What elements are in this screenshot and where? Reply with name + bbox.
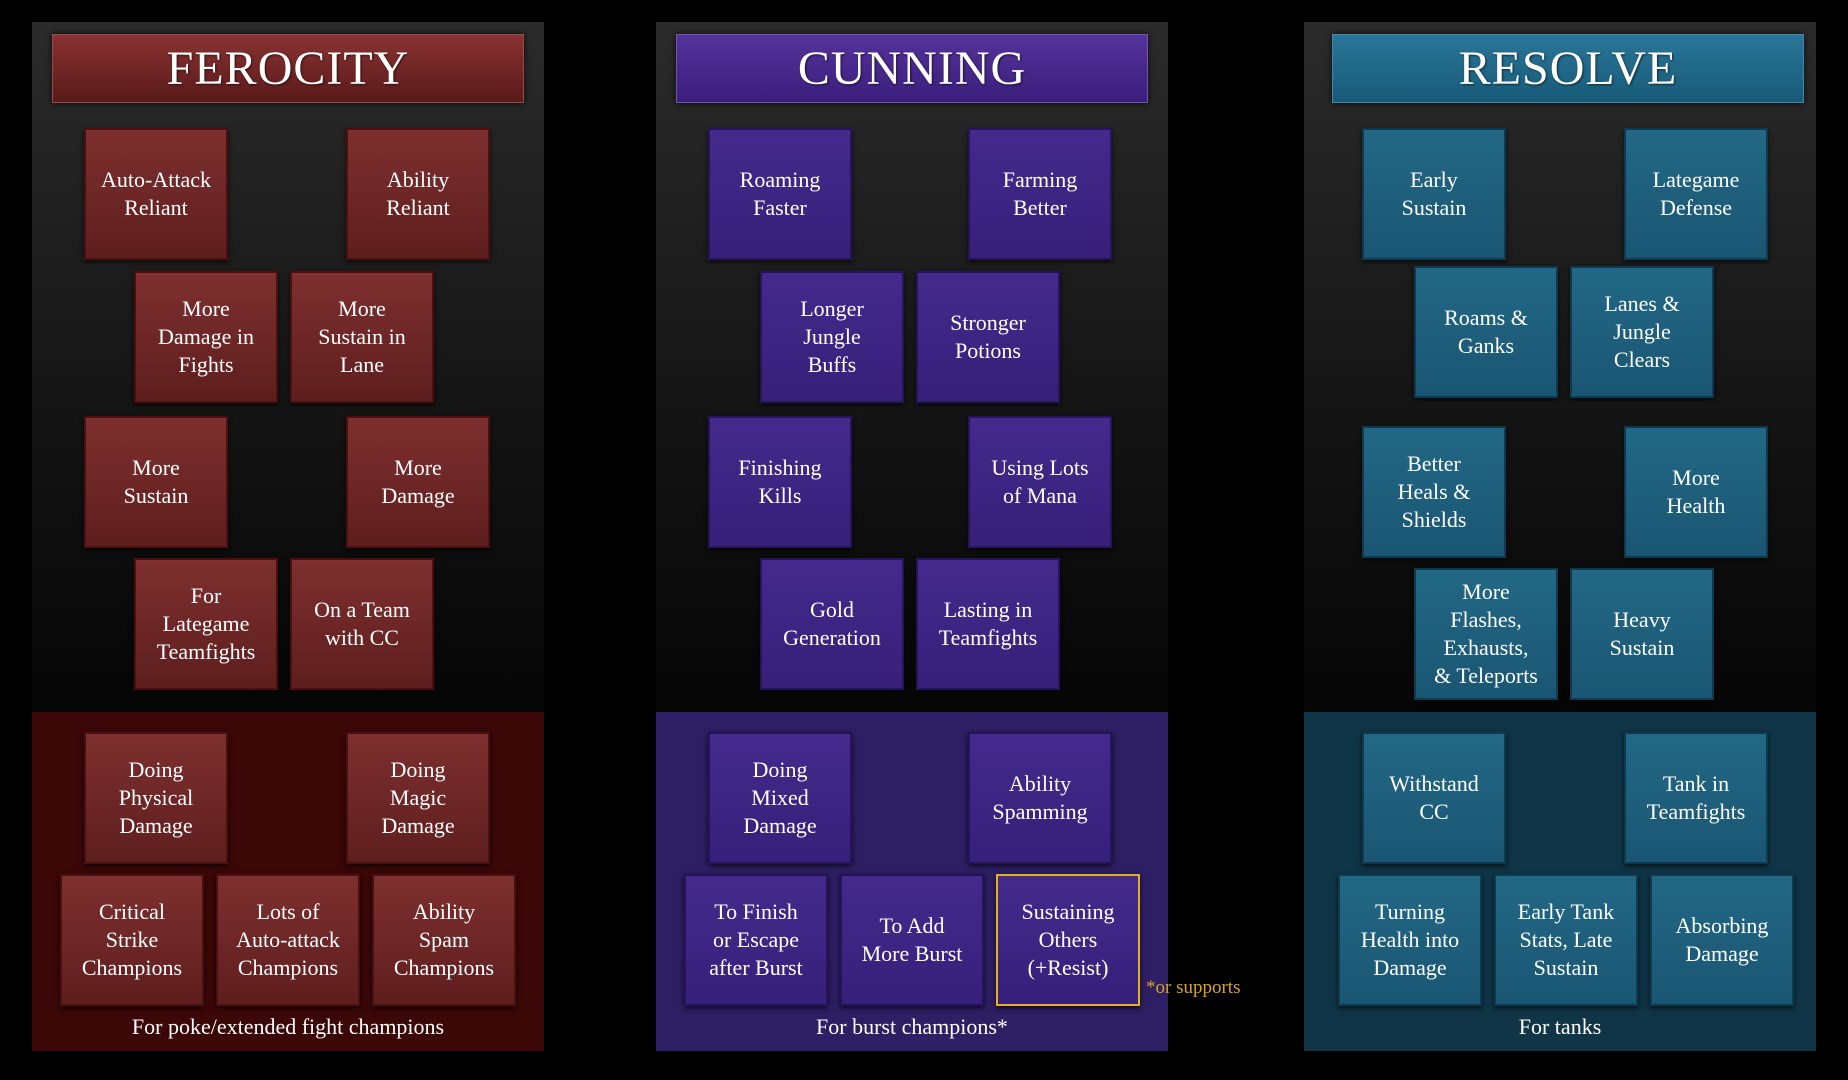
mastery-node: Early Tank Stats, Late Sustain <box>1494 874 1638 1006</box>
mastery-node: Using Lots of Mana <box>968 416 1112 548</box>
mastery-node: Better Heals & Shields <box>1362 426 1506 558</box>
mastery-node: Absorbing Damage <box>1650 874 1794 1006</box>
mastery-node: Heavy Sustain <box>1570 568 1714 700</box>
resolve-panel: RESOLVE Early Sustain Lategame Defense R… <box>1304 22 1816 1051</box>
mastery-node: Roaming Faster <box>708 128 852 260</box>
mastery-node: Early Sustain <box>1362 128 1506 260</box>
cunning-caption: For burst champions* <box>816 1014 1008 1039</box>
mastery-node: Withstand CC <box>1362 732 1506 864</box>
mastery-node: To Finish or Escape after Burst <box>684 874 828 1006</box>
mastery-node: More Damage <box>346 416 490 548</box>
mastery-node: Farming Better <box>968 128 1112 260</box>
mastery-node: For Lategame Teamfights <box>134 558 278 690</box>
ferocity-title: FEROCITY <box>52 34 524 103</box>
mastery-node: Ability Spam Champions <box>372 874 516 1006</box>
mastery-node: Gold Generation <box>760 558 904 690</box>
ferocity-caption: For poke/extended fight champions <box>131 1014 445 1039</box>
mastery-node: Finishing Kills <box>708 416 852 548</box>
resolve-bottom-section: Withstand CC Tank in Teamfights Turning … <box>1304 712 1816 1051</box>
mastery-node: Lots of Auto-attack Champions <box>216 874 360 1006</box>
mastery-node: Doing Mixed Damage <box>708 732 852 864</box>
mastery-node: Roams & Ganks <box>1414 266 1558 398</box>
cunning-panel: CUNNING Roaming Faster Farming Better Lo… <box>656 22 1168 1051</box>
ferocity-panel: FEROCITY Auto-Attack Reliant Ability Rel… <box>32 22 544 1051</box>
mastery-node: On a Team with CC <box>290 558 434 690</box>
mastery-node: Ability Reliant <box>346 128 490 260</box>
mastery-node: Doing Magic Damage <box>346 732 490 864</box>
cunning-bottom-section: Doing Mixed Damage Ability Spamming To F… <box>656 712 1168 1051</box>
resolve-caption: For tanks <box>1518 1014 1602 1039</box>
ferocity-bottom-section: Doing Physical Damage Doing Magic Damage… <box>32 712 544 1051</box>
mastery-node: More Sustain in Lane <box>290 271 434 403</box>
cunning-title: CUNNING <box>676 34 1148 103</box>
mastery-node: More Flashes, Exhausts, & Teleports <box>1414 568 1558 700</box>
mastery-node: Stronger Potions <box>916 271 1060 403</box>
mastery-node: Doing Physical Damage <box>84 732 228 864</box>
mastery-node: To Add More Burst <box>840 874 984 1006</box>
mastery-node: More Health <box>1624 426 1768 558</box>
supports-footnote: *or supports <box>1146 977 1241 998</box>
mastery-node: More Sustain <box>84 416 228 548</box>
mastery-node: Lategame Defense <box>1624 128 1768 260</box>
mastery-node: Ability Spamming <box>968 732 1112 864</box>
mastery-node: More Damage in Fights <box>134 271 278 403</box>
mastery-node: Lasting in Teamfights <box>916 558 1060 690</box>
mastery-node: Turning Health into Damage <box>1338 874 1482 1006</box>
mastery-node: Tank in Teamfights <box>1624 732 1768 864</box>
mastery-node: Lanes & Jungle Clears <box>1570 266 1714 398</box>
mastery-node: Auto-Attack Reliant <box>84 128 228 260</box>
mastery-node: Critical Strike Champions <box>60 874 204 1006</box>
mastery-node: Longer Jungle Buffs <box>760 271 904 403</box>
highlighted-mastery-node: Sustaining Others (+Resist) <box>996 874 1140 1006</box>
resolve-title: RESOLVE <box>1332 34 1804 103</box>
